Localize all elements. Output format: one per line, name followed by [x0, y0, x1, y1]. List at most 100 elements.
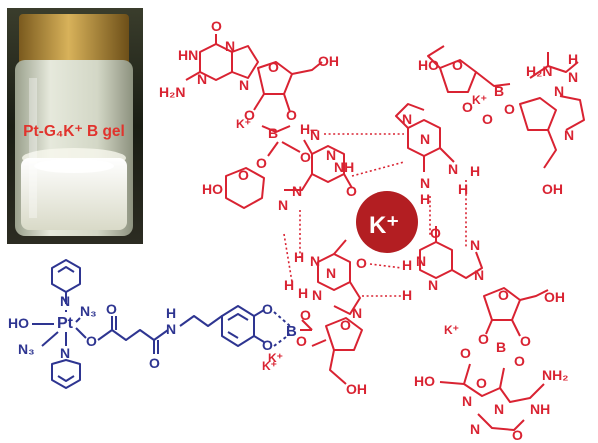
- vial-label: Pt-G₄K⁺ B gel: [23, 123, 125, 140]
- svg-text:B: B: [268, 125, 278, 141]
- svg-text:N: N: [428, 277, 438, 293]
- svg-text:K⁺: K⁺: [262, 359, 277, 373]
- svg-text:O: O: [476, 375, 487, 391]
- svg-text:N: N: [554, 83, 564, 99]
- ribose-borate-top-left: O OH O O B K⁺ O O: [236, 53, 339, 171]
- svg-text:K⁺: K⁺: [236, 117, 251, 131]
- svg-text:O: O: [430, 225, 441, 241]
- central-potassium-ion: K⁺: [356, 191, 418, 253]
- svg-text:O: O: [346, 183, 357, 199]
- svg-text:O: O: [340, 317, 351, 333]
- svg-text:OH: OH: [542, 181, 563, 197]
- svg-text:O: O: [268, 59, 279, 75]
- svg-text:HO: HO: [202, 181, 223, 197]
- svg-text:NH: NH: [530, 401, 550, 417]
- svg-text:N: N: [352, 305, 362, 321]
- svg-text:O: O: [482, 111, 493, 127]
- svg-text:H: H: [568, 51, 578, 67]
- svg-text:N: N: [568, 69, 578, 85]
- svg-text:N₃: N₃: [18, 341, 35, 357]
- svg-text:B: B: [494, 83, 504, 99]
- svg-text:O: O: [498, 287, 509, 303]
- svg-text:H: H: [470, 163, 480, 179]
- svg-text:H: H: [294, 249, 304, 265]
- svg-text:O: O: [262, 337, 273, 353]
- guanine-top-left: O HN N N N H₂N: [159, 18, 259, 100]
- guanine-bottom-right: O H N N H N N: [402, 225, 484, 303]
- platinum-atom: Pt: [57, 315, 74, 332]
- svg-text:O: O: [514, 353, 525, 369]
- svg-text:K⁺: K⁺: [268, 351, 283, 365]
- svg-text:OH: OH: [544, 289, 565, 305]
- center-ion-label: K⁺: [369, 212, 399, 239]
- svg-text:N: N: [326, 265, 336, 281]
- svg-text:N: N: [310, 127, 320, 143]
- svg-text:O: O: [149, 355, 160, 371]
- svg-text:O: O: [520, 333, 531, 349]
- svg-text:OH: OH: [318, 53, 339, 69]
- svg-text:H₂N: H₂N: [526, 63, 552, 79]
- guanine-left: N H– N NH N N O HO O: [202, 121, 357, 213]
- svg-text:O: O: [452, 57, 463, 73]
- svg-text:O: O: [300, 149, 311, 165]
- svg-text:N: N: [448, 161, 458, 177]
- ribose-borate-bottom-right: O OH O O B K⁺ O O O HO NH₂ NH N N N O: [414, 287, 568, 443]
- svg-text:H: H: [420, 191, 430, 207]
- svg-text:HO: HO: [8, 315, 29, 331]
- svg-text:N: N: [474, 267, 484, 283]
- svg-text:N: N: [166, 321, 176, 337]
- svg-text:N: N: [564, 127, 574, 143]
- svg-text:O: O: [262, 301, 273, 317]
- svg-text:O: O: [460, 345, 471, 361]
- guanine-top-right: HO O B K⁺ O O O OH H₂N H N N N: [418, 45, 585, 197]
- svg-text:O: O: [356, 255, 367, 271]
- platinum-drug-conjugate: N Pt N₃ HO N₃ O N O O H N: [8, 259, 312, 389]
- svg-text:O: O: [286, 107, 297, 123]
- svg-text:H: H: [402, 287, 412, 303]
- svg-text:H: H: [166, 305, 176, 321]
- svg-text:N: N: [197, 71, 207, 87]
- svg-text:O: O: [244, 107, 255, 123]
- svg-text:OH: OH: [346, 381, 367, 397]
- svg-text:N: N: [310, 253, 320, 269]
- svg-text:N: N: [462, 393, 472, 409]
- svg-text:H₂N: H₂N: [159, 84, 185, 100]
- boron-linker: B: [286, 323, 297, 340]
- svg-text:N: N: [416, 253, 426, 269]
- svg-text:N₃: N₃: [80, 303, 97, 319]
- svg-text:N: N: [420, 175, 430, 191]
- svg-text:H: H: [298, 285, 308, 301]
- svg-text:N: N: [60, 293, 70, 309]
- svg-text:N: N: [239, 77, 249, 93]
- svg-text:O: O: [300, 307, 311, 323]
- svg-text:O: O: [238, 167, 249, 183]
- guanine-bottom-left: N H O N N H H N: [284, 239, 367, 321]
- svg-text:HN: HN: [178, 47, 198, 63]
- svg-text:O: O: [106, 301, 117, 317]
- gel-body: [21, 158, 127, 230]
- gel-vial-photo: Pt-G₄K⁺ B gel: [7, 8, 143, 244]
- svg-text:N: N: [60, 345, 70, 361]
- svg-text:H: H: [284, 277, 294, 293]
- svg-text:H–: H–: [300, 121, 318, 137]
- svg-text:N: N: [470, 421, 480, 437]
- svg-text:O: O: [512, 427, 523, 443]
- svg-text:O: O: [462, 99, 473, 115]
- svg-text:O: O: [504, 101, 515, 117]
- svg-text:N: N: [420, 131, 430, 147]
- svg-text:N: N: [494, 401, 504, 417]
- svg-text:N: N: [402, 111, 412, 127]
- svg-text:N: N: [326, 147, 336, 163]
- svg-text:O: O: [211, 18, 222, 34]
- hydrogen-bonds: [283, 133, 467, 297]
- svg-text:B: B: [496, 339, 506, 355]
- svg-text:H: H: [458, 181, 468, 197]
- svg-text:NH: NH: [334, 159, 354, 175]
- svg-text:O: O: [86, 333, 97, 349]
- svg-text:NH₂: NH₂: [542, 367, 568, 383]
- svg-text:H: H: [402, 257, 412, 273]
- svg-text:N: N: [225, 38, 235, 54]
- svg-text:N: N: [470, 237, 480, 253]
- ribose-borate-bottom-left: O O O K⁺ OH: [268, 307, 367, 397]
